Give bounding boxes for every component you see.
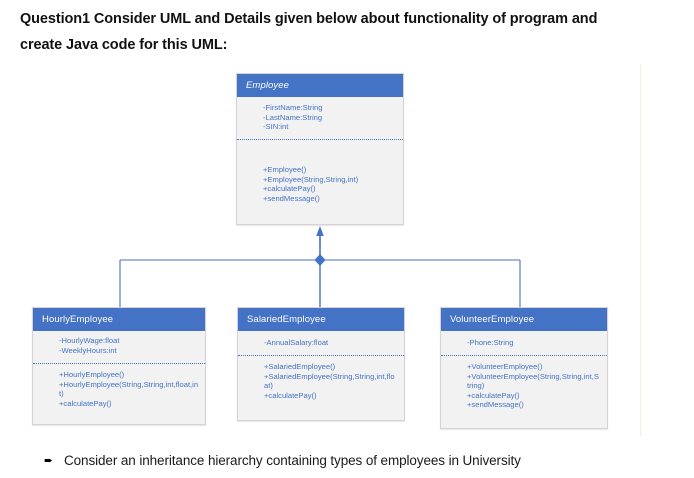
uml-operation: +HourlyEmployee(String,String,int,float,…	[59, 379, 199, 399]
uml-attributes-salariedemployee: -AnnualSalary:float	[238, 331, 404, 355]
uml-operation: +Employee()	[263, 165, 307, 174]
uml-operations-hourlyemployee: +HourlyEmployee() +HourlyEmployee(String…	[33, 364, 205, 413]
uml-class-diagram: Employee -FirstName:String -LastName:Str…	[0, 60, 694, 440]
generalization-connector	[119, 226, 521, 307]
bullet-item-text: Consider an inheritance hierarchy contai…	[64, 453, 521, 468]
uml-operations-employee: +Employee() +Employee(String,String,int)…	[237, 140, 403, 208]
uml-attribute: -WeeklyHours:int	[59, 345, 117, 355]
uml-operation: +calculatePay()	[467, 390, 520, 400]
uml-attributes-hourlyemployee: -HourlyWage:float -WeeklyHours:int	[33, 331, 205, 363]
uml-operation: +VolunteerEmployee()	[467, 362, 543, 371]
bullet-list-item: ➨ Consider an inheritance hierarchy conta…	[44, 452, 684, 470]
uml-attribute: -LastName:String	[263, 112, 323, 122]
uml-attribute: -Phone:String	[467, 338, 514, 347]
uml-operation: +calculatePay()	[264, 390, 317, 400]
uml-operation: +VolunteerEmployee(String,String,int,Str…	[467, 371, 599, 391]
uml-operation: +HourlyEmployee()	[59, 370, 125, 379]
uml-class-hourlyemployee[interactable]: HourlyEmployee -HourlyWage:float -Weekly…	[32, 307, 206, 425]
uml-operation: +SalariedEmployee(String,String,int,floa…	[264, 371, 395, 391]
uml-operations-salariedemployee: +SalariedEmployee() +SalariedEmployee(St…	[238, 356, 404, 405]
page-vertical-rule	[640, 64, 641, 436]
uml-attribute: -SIN:int	[263, 122, 289, 132]
uml-class-salariedemployee[interactable]: SalariedEmployee -AnnualSalary:float +Sa…	[237, 307, 405, 421]
uml-compartment-divider	[441, 355, 607, 356]
uml-compartment-divider	[238, 355, 404, 356]
uml-operation: +calculatePay()	[263, 184, 316, 194]
uml-compartment-divider	[237, 139, 403, 140]
uml-attributes-volunteeremployee: -Phone:String	[441, 331, 607, 355]
uml-attribute: -HourlyWage:float	[59, 336, 120, 345]
uml-compartment-divider	[33, 363, 205, 364]
uml-class-name-hourlyemployee: HourlyEmployee	[33, 308, 205, 331]
uml-operation: +calculatePay()	[59, 398, 112, 408]
uml-attribute: -AnnualSalary:float	[264, 338, 329, 347]
uml-operations-volunteeremployee: +VolunteerEmployee() +VolunteerEmployee(…	[441, 356, 607, 415]
uml-class-name-employee: Employee	[237, 74, 403, 97]
uml-operation: +sendMessage()	[467, 400, 524, 410]
uml-operation: +sendMessage()	[263, 193, 320, 203]
inheritance-arrowhead	[316, 226, 324, 236]
uml-operation: +SalariedEmployee()	[264, 362, 336, 371]
uml-class-employee[interactable]: Employee -FirstName:String -LastName:Str…	[236, 73, 404, 225]
uml-attributes-employee: -FirstName:String -LastName:String -SIN:…	[237, 97, 403, 139]
uml-attribute: -FirstName:String	[263, 103, 323, 112]
page-title: Question1 Consider UML and Details given…	[20, 11, 598, 53]
uml-operation: +Employee(String,String,int)	[263, 174, 359, 184]
uml-class-name-volunteeremployee: VolunteerEmployee	[441, 308, 607, 331]
uml-class-name-salariedemployee: SalariedEmployee	[238, 308, 404, 331]
arrow-bullet-icon: ➨	[44, 455, 54, 468]
uml-class-volunteeremployee[interactable]: VolunteerEmployee -Phone:String +Volunte…	[440, 307, 608, 429]
